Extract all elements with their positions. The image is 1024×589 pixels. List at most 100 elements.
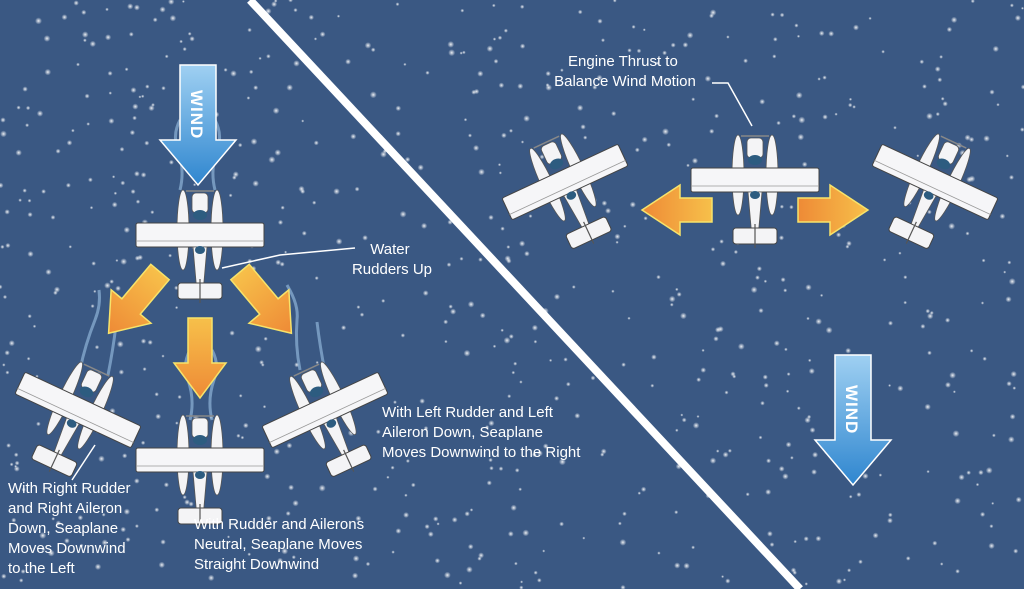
water-sparkle — [450, 308, 457, 315]
water-sparkle — [542, 443, 549, 450]
water-sparkle — [596, 74, 603, 81]
water-sparkle — [493, 58, 499, 64]
water-sparkle — [763, 382, 769, 388]
water-sparkle — [888, 384, 892, 387]
water-sparkle — [293, 60, 300, 67]
water-sparkle — [463, 118, 468, 122]
water-sparkle — [680, 312, 687, 320]
water-sparkle — [1013, 548, 1019, 554]
water-sparkle — [467, 301, 475, 308]
water-sparkle — [952, 430, 960, 438]
water-sparkle — [53, 290, 58, 296]
water-sparkle — [145, 84, 150, 89]
water-sparkle — [571, 285, 576, 289]
water-sparkle — [86, 122, 90, 126]
water-sparkle — [888, 512, 893, 518]
water-sparkle — [615, 240, 619, 244]
water-sparkle — [281, 547, 289, 555]
water-sparkle — [662, 50, 667, 56]
water-sparkle — [119, 146, 125, 152]
water-sparkle — [791, 114, 797, 119]
water-sparkle — [621, 362, 626, 368]
water-sparkle — [539, 154, 545, 160]
water-sparkle — [1008, 436, 1015, 443]
water-sparkle — [514, 561, 518, 566]
water-sparkle — [5, 370, 10, 375]
water-sparkle — [6, 443, 11, 448]
water-sparkle — [940, 96, 945, 101]
water-sparkle — [94, 563, 102, 570]
water-sparkle — [577, 9, 583, 15]
water-sparkle — [105, 34, 112, 41]
water-sparkle — [41, 547, 46, 552]
water-sparkle — [691, 545, 695, 550]
label-engine-thrust: Engine Thrust to Balance Wind Motion — [554, 53, 696, 90]
water-sparkle — [750, 286, 758, 294]
water-sparkle — [845, 347, 852, 354]
water-sparkle — [916, 154, 920, 158]
water-sparkle — [261, 363, 265, 367]
water-sparkle — [627, 48, 632, 53]
water-sparkle — [427, 531, 434, 538]
water-sparkle — [152, 17, 158, 23]
water-sparkle — [834, 112, 838, 116]
arrow-straight-downwind — [172, 317, 228, 400]
water-sparkle — [932, 540, 938, 546]
water-sparkle — [950, 16, 958, 24]
water-sparkle — [380, 150, 387, 158]
water-sparkle — [84, 93, 90, 99]
water-sparkle — [147, 339, 153, 345]
water-sparkle — [948, 222, 956, 230]
water-sparkle — [318, 484, 326, 492]
water-sparkle — [727, 448, 732, 453]
water-sparkle — [391, 550, 395, 554]
water-sparkle — [477, 556, 482, 561]
water-sparkle — [356, 305, 361, 309]
water-sparkle — [43, 35, 51, 42]
water-sparkle — [1005, 154, 1009, 158]
water-sparkle — [590, 375, 596, 381]
water-sparkle — [674, 510, 679, 515]
water-sparkle — [1, 573, 7, 579]
water-sparkle — [473, 88, 480, 95]
water-sparkle — [161, 86, 166, 91]
water-sparkle — [148, 105, 155, 112]
water-sparkle — [999, 213, 1006, 220]
water-sparkle — [169, 14, 177, 22]
water-sparkle — [905, 556, 911, 561]
water-sparkle — [446, 262, 452, 268]
water-sparkle — [517, 83, 524, 90]
water-sparkle — [760, 400, 765, 406]
water-sparkle — [36, 421, 41, 427]
water-sparkle — [637, 491, 641, 495]
water-sparkle — [845, 244, 850, 249]
water-sparkle — [796, 406, 801, 411]
water-sparkle — [507, 531, 514, 537]
water-sparkle — [629, 201, 636, 208]
water-sparkle — [393, 400, 397, 405]
water-sparkle — [473, 144, 480, 152]
water-sparkle — [815, 318, 822, 325]
water-sparkle — [20, 569, 26, 574]
water-sparkle — [853, 24, 859, 31]
water-sparkle — [966, 176, 973, 183]
water-sparkle — [942, 101, 948, 107]
water-sparkle — [785, 441, 792, 448]
water-sparkle — [634, 147, 640, 153]
water-sparkle — [1003, 270, 1007, 274]
water-sparkle — [507, 394, 512, 399]
water-sparkle — [828, 30, 835, 37]
water-sparkle — [949, 371, 956, 379]
water-sparkle — [926, 112, 933, 120]
water-sparkle — [981, 258, 986, 263]
water-sparkle — [922, 84, 927, 89]
panel-divider — [247, 0, 803, 589]
water-sparkle — [683, 562, 690, 570]
water-sparkle — [22, 188, 27, 193]
water-sparkle — [268, 156, 276, 164]
water-sparkle — [115, 285, 121, 292]
water-sparkle — [0, 130, 7, 138]
water-sparkle — [631, 24, 636, 29]
water-sparkle — [246, 96, 251, 100]
leader-lines — [71, 82, 753, 481]
